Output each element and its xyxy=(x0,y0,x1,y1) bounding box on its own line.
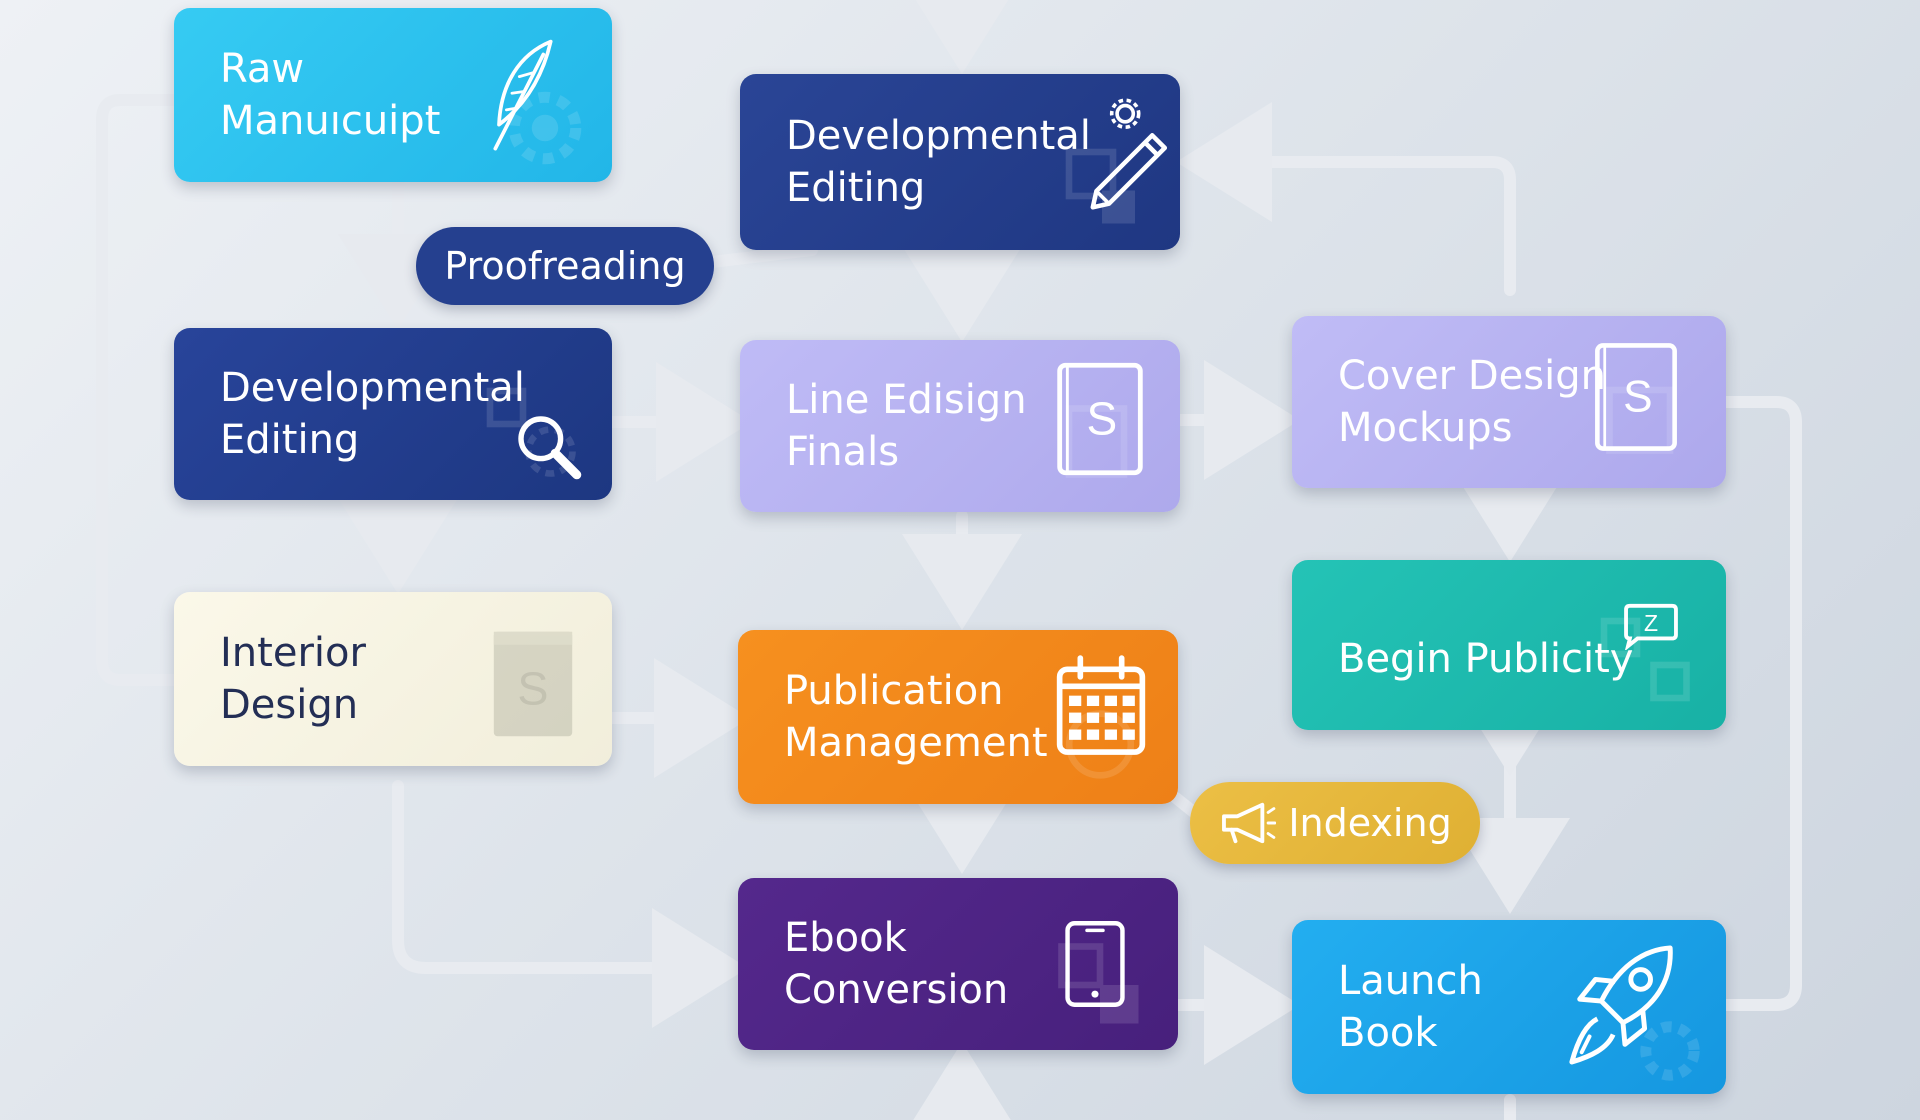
node-label: Ebook Conversion xyxy=(784,915,1009,1013)
megaphone-icon xyxy=(1222,802,1277,844)
node-label: Cover Design Mockups xyxy=(1338,353,1606,451)
document-s-icon: S xyxy=(1595,343,1677,451)
node-line-editing-finals[interactable]: Line Edisign Finals S xyxy=(740,340,1180,512)
magnifier-icon xyxy=(518,416,582,480)
document-s-icon: S xyxy=(493,631,573,737)
node-developmental-editing-left[interactable]: Developmental Editing xyxy=(174,328,612,500)
node-label: Developmental Editing xyxy=(220,365,525,463)
pill-indexing[interactable]: Indexing xyxy=(1190,782,1480,864)
gear-pattern-icon xyxy=(1640,1021,1700,1081)
node-interior-design[interactable]: Interior Design S xyxy=(174,592,612,766)
pattern-icon xyxy=(1065,710,1135,779)
node-ebook-conversion[interactable]: Ebook Conversion xyxy=(738,878,1178,1050)
pill-label: Indexing xyxy=(1288,801,1452,845)
s-glyph: S xyxy=(517,663,548,715)
node-label: Developmental Editing xyxy=(786,113,1091,211)
node-label: Line Edisign Finals xyxy=(786,377,1027,475)
node-label: Begin Publicity xyxy=(1338,635,1634,682)
pill-proofreading[interactable]: Proofreading xyxy=(416,227,714,305)
document-s-icon: S xyxy=(1057,362,1143,476)
node-developmental-editing-top[interactable]: Developmental Editing xyxy=(740,74,1180,250)
node-raw-manuscript[interactable]: Raw Manuıcuipt xyxy=(174,8,612,182)
node-label: Interior Design xyxy=(220,630,366,728)
z-glyph: Z xyxy=(1644,610,1658,636)
pill-label: Proofreading xyxy=(444,244,686,288)
node-label: Launch Book xyxy=(1338,958,1483,1056)
s-glyph: S xyxy=(1623,373,1652,422)
connector-left-loop xyxy=(96,94,180,686)
node-label: Publication Management xyxy=(784,668,1048,766)
connector-cover-right-loop xyxy=(1720,396,1802,1011)
s-glyph: S xyxy=(1087,392,1118,444)
tablet-icon xyxy=(1065,921,1125,1007)
connector-interior-to-ebook xyxy=(392,780,748,1028)
pencil-gear-icon xyxy=(1090,98,1168,210)
rocket-icon xyxy=(1569,945,1673,1065)
feather-icon xyxy=(493,39,553,151)
node-cover-design-mockups[interactable]: Cover Design Mockups S xyxy=(1292,316,1726,488)
node-launch-book[interactable]: Launch Book xyxy=(1292,920,1726,1094)
node-publication-management[interactable]: Publication Management xyxy=(738,630,1178,804)
calendar-icon xyxy=(1056,655,1146,755)
gear-pattern-icon xyxy=(508,91,582,165)
node-begin-publicity[interactable]: Begin Publicity Z xyxy=(1292,560,1726,730)
node-label: Raw Manuıcuipt xyxy=(220,46,441,144)
connector-devtop-to-proof xyxy=(706,244,818,268)
connector-devtop-right-loop xyxy=(1176,102,1516,296)
chat-z-icon: Z xyxy=(1624,603,1678,650)
